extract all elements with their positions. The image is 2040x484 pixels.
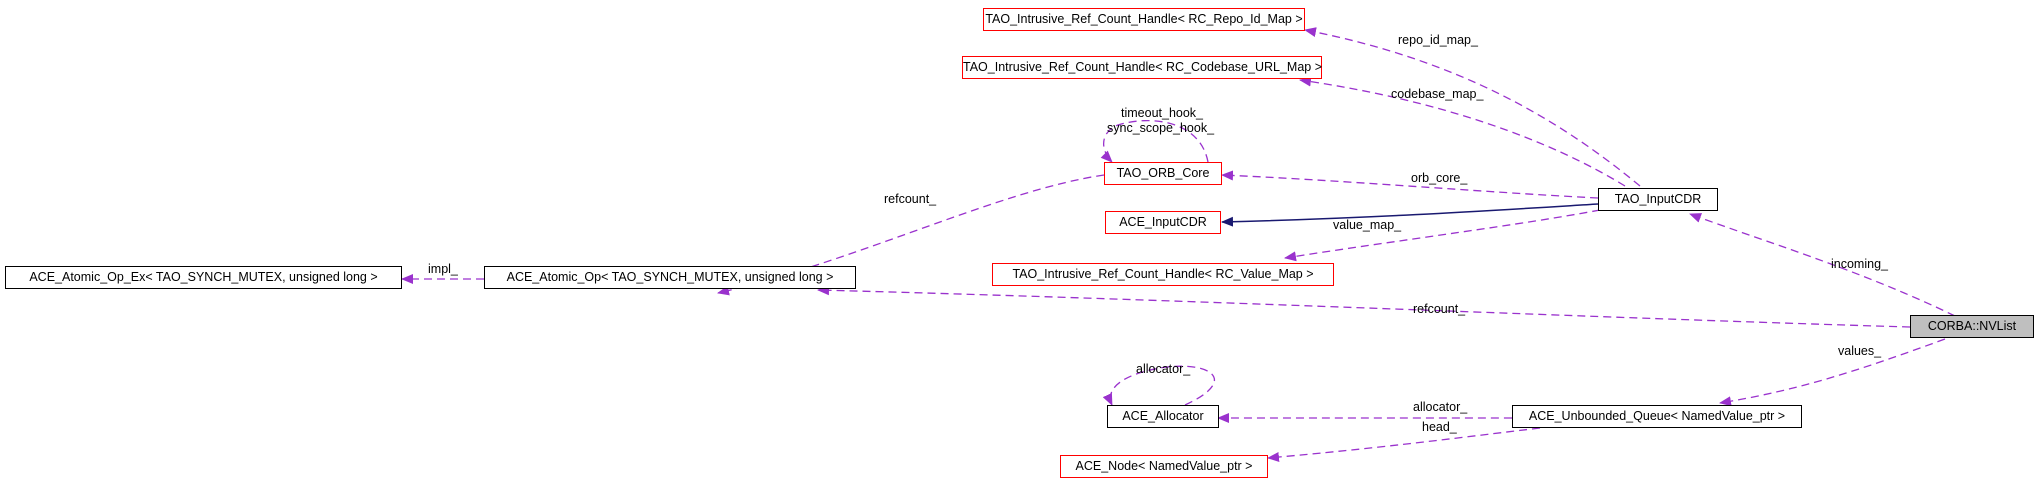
node-atomic-op-ex[interactable]: ACE_Atomic_Op_Ex< TAO_SYNCH_MUTEX, unsig… <box>5 266 402 289</box>
label-timeout-hook: timeout_hook_ <box>1121 106 1204 120</box>
node-corba-nvlist[interactable]: CORBA::NVList <box>1910 315 2034 338</box>
label-values: values_ <box>1838 344 1882 358</box>
label-orb-core: orb_core_ <box>1411 171 1468 185</box>
edge-head <box>1267 427 1541 463</box>
label-refcount-orb: refcount_ <box>884 192 937 206</box>
label-refcount-nv: refcount_ <box>1413 302 1466 316</box>
node-ace-node[interactable]: ACE_Node< NamedValue_ptr > <box>1060 455 1268 478</box>
node-ace-allocator[interactable]: ACE_Allocator <box>1107 405 1219 428</box>
edge-orb-core <box>1221 170 1599 199</box>
node-repo-id-map[interactable]: TAO_Intrusive_Ref_Count_Handle< RC_Repo_… <box>983 8 1305 31</box>
edge-values <box>1719 338 1946 407</box>
node-tao-input-cdr[interactable]: TAO_InputCDR <box>1598 188 1718 211</box>
edge-value-map <box>1284 209 1601 262</box>
edge-allocator-self <box>1102 365 1216 406</box>
node-value-map[interactable]: TAO_Intrusive_Ref_Count_Handle< RC_Value… <box>992 263 1334 286</box>
node-unbounded-queue[interactable]: ACE_Unbounded_Queue< NamedValue_ptr > <box>1512 405 1802 428</box>
label-impl: impl_ <box>428 262 458 276</box>
node-orb-core[interactable]: TAO_ORB_Core <box>1104 162 1222 185</box>
label-allocator-queue: allocator_ <box>1413 400 1468 414</box>
edge-orb-core-self <box>1100 120 1209 163</box>
label-codebase-map: codebase_map_ <box>1391 87 1484 101</box>
label-head: head_ <box>1422 420 1457 434</box>
edge-refcount-nv <box>817 285 1911 328</box>
label-value-map: value_map_ <box>1333 218 1402 232</box>
node-codebase-url-map[interactable]: TAO_Intrusive_Ref_Count_Handle< RC_Codeb… <box>962 56 1322 79</box>
edge-incoming <box>1689 213 1956 317</box>
edge-codebase-map <box>1299 76 1626 187</box>
label-incoming: incoming_ <box>1831 257 1888 271</box>
edge-inheritance <box>1221 203 1599 227</box>
edge-repo-id-map <box>1304 27 1641 187</box>
label-sync-scope-hook: sync_scope_hook_ <box>1107 121 1215 135</box>
node-ace-input-cdr[interactable]: ACE_InputCDR <box>1105 211 1221 234</box>
label-allocator-self: allocator_ <box>1136 362 1191 376</box>
node-atomic-op[interactable]: ACE_Atomic_Op< TAO_SYNCH_MUTEX, unsigned… <box>484 266 856 289</box>
label-repo-id-map: repo_id_map_ <box>1398 33 1478 47</box>
